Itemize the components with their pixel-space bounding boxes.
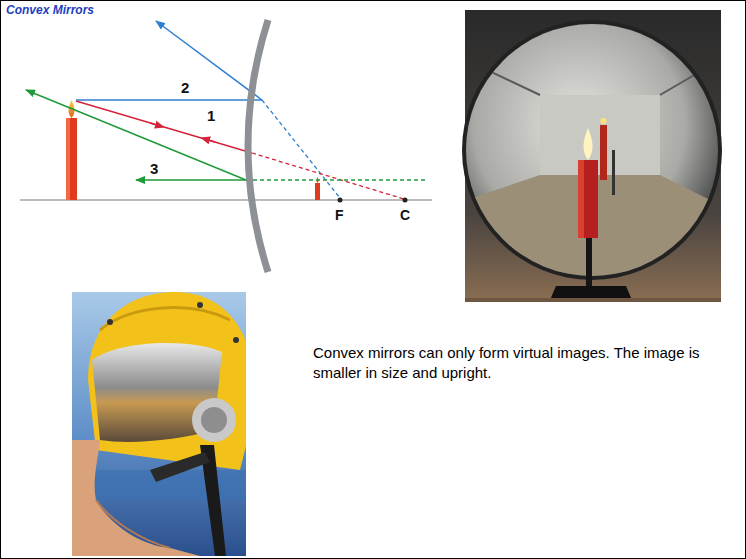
ray-number: 1 xyxy=(207,107,215,124)
point-label: F xyxy=(335,207,344,223)
point-label: C xyxy=(400,207,410,223)
description-text: Convex mirrors can only form virtual ima… xyxy=(313,343,718,383)
ray-number: 2 xyxy=(181,79,189,96)
ray-number: 3 xyxy=(150,160,158,177)
slide-title: Convex Mirrors xyxy=(6,3,94,17)
